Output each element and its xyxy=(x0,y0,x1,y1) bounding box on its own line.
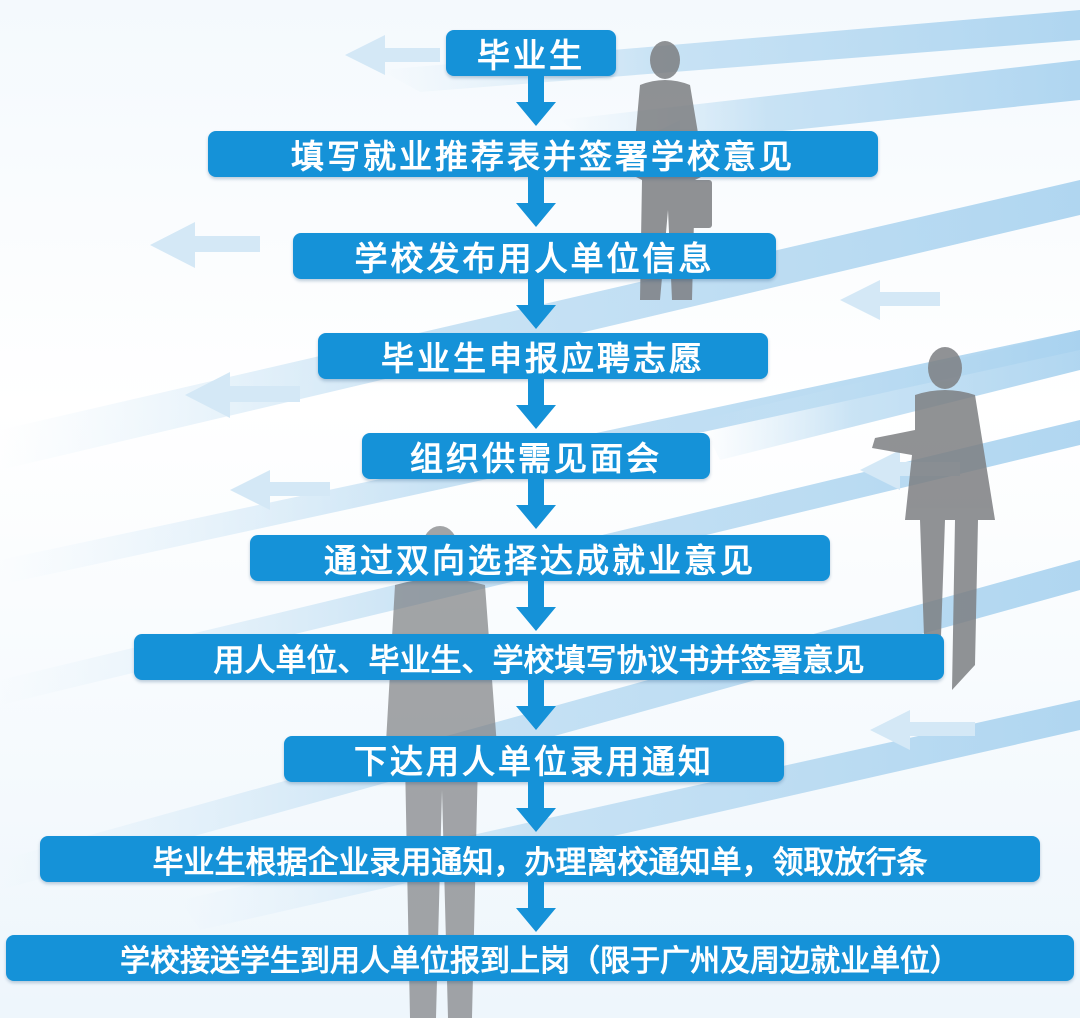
arrow-down-icon xyxy=(516,680,556,730)
step-graduate: 毕业生 xyxy=(446,30,616,76)
step-report-to-employer: 学校接送学生到用人单位报到上岗（限于广州及周边就业单位） xyxy=(6,935,1074,981)
step-leave-school-procedures: 毕业生根据企业录用通知，办理离校通知单，领取放行条 xyxy=(40,836,1040,882)
step-issue-offer-notice: 下达用人单位录用通知 xyxy=(284,736,784,782)
step-sign-agreement: 用人单位、毕业生、学校填写协议书并签署意见 xyxy=(134,634,944,680)
step-mutual-selection: 通过双向选择达成就业意见 xyxy=(250,535,830,581)
arrow-down-icon xyxy=(516,479,556,529)
arrow-down-icon xyxy=(516,882,556,932)
step-apply-positions: 毕业生申报应聘志愿 xyxy=(318,333,768,379)
silhouette-man-gesturing xyxy=(872,347,995,690)
arrow-down-icon xyxy=(516,177,556,227)
arrow-down-icon xyxy=(516,379,556,429)
step-fill-recommendation-form: 填写就业推荐表并签署学校意见 xyxy=(208,131,878,177)
arrow-down-icon xyxy=(516,581,556,631)
arrow-down-icon xyxy=(516,279,556,329)
arrow-down-icon xyxy=(516,782,556,832)
step-job-fair: 组织供需见面会 xyxy=(362,433,710,479)
arrow-down-icon xyxy=(516,76,556,126)
background-arrows xyxy=(150,35,975,750)
step-publish-employer-info: 学校发布用人单位信息 xyxy=(293,233,776,279)
